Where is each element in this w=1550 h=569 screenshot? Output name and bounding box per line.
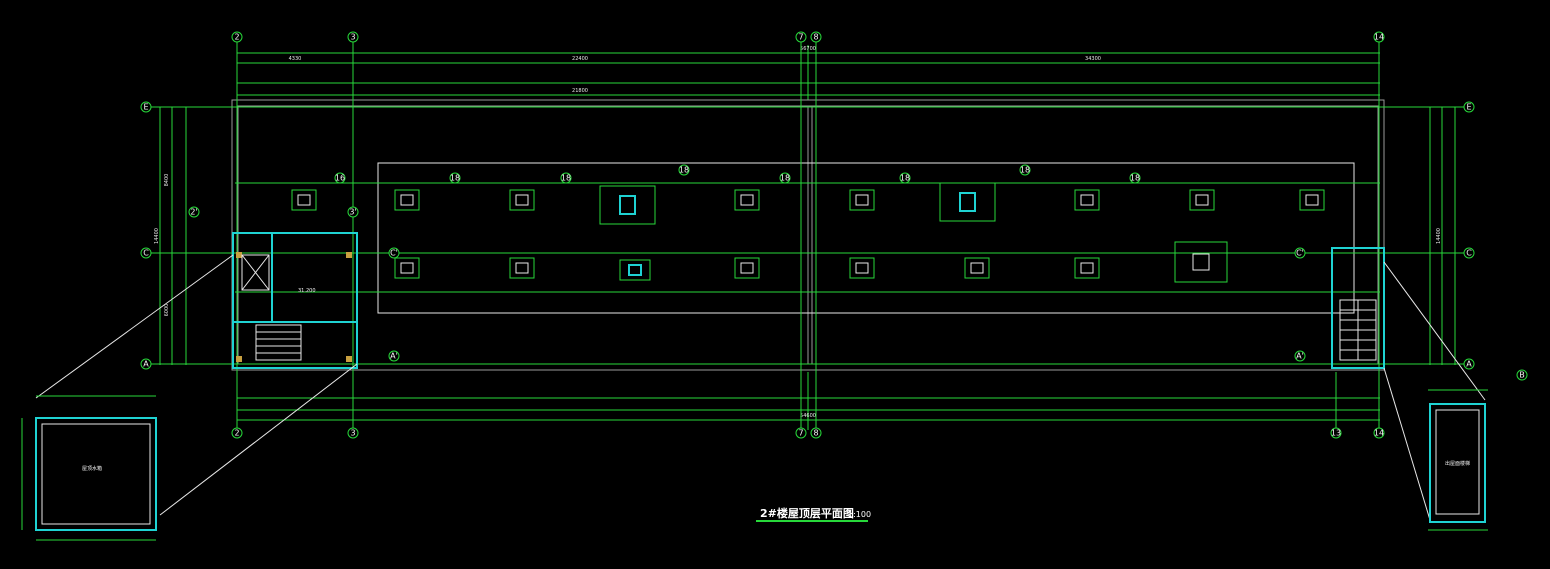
- top-axis-bubbles: 2 3 7 8 14: [231, 31, 1385, 43]
- axis-label-bottom-2: 2: [234, 429, 239, 438]
- unit: [964, 257, 990, 279]
- dim-top-total: 56700: [800, 46, 816, 52]
- unit: 16: [291, 172, 346, 211]
- axis-label-left-c: C: [143, 249, 149, 258]
- unit: [849, 257, 875, 279]
- drawing-title: 2#楼屋顶层平面图: [760, 506, 854, 520]
- svg-text:18: 18: [561, 174, 571, 183]
- axis-label-inner-2p: 2': [190, 208, 197, 217]
- unit: 18: [1074, 172, 1141, 211]
- axis-grid: [150, 40, 1465, 432]
- unit: [1299, 189, 1325, 211]
- unit: 18: [394, 172, 461, 211]
- axis-label-inner-c1: C': [390, 249, 398, 258]
- unit: 18: [509, 172, 572, 211]
- dim-left-lower: 6000: [164, 304, 170, 317]
- drawing-title-block: 2#楼屋顶层平面图 1:100: [756, 506, 871, 522]
- svg-text:18: 18: [900, 174, 910, 183]
- unit: [394, 257, 420, 279]
- left-axis-bubbles: E C A: [140, 101, 152, 370]
- unit: 18: [939, 164, 1031, 222]
- axis-label-bottom-8: 8: [813, 429, 818, 438]
- dim-top-right: 34300: [1085, 56, 1101, 62]
- axis-label-inner-3p: 3': [349, 208, 356, 217]
- axis-label-top-3: 3: [350, 33, 355, 42]
- dim-left-total: 14400: [154, 228, 160, 244]
- unit: [734, 257, 760, 279]
- right-axis-bubbles: E C A B: [1463, 101, 1528, 381]
- axis-label-top-14: 14: [1374, 33, 1384, 42]
- svg-text:18: 18: [780, 174, 790, 183]
- stair-exit-label: 出屋面楼梯: [1445, 460, 1470, 467]
- svg-text:18: 18: [1020, 166, 1030, 175]
- axis-label-top-8: 8: [813, 33, 818, 42]
- right-stair-block: [1331, 247, 1385, 369]
- axis-label-right-b: B: [1519, 371, 1525, 380]
- axis-label-right-a: A: [1466, 360, 1472, 369]
- axis-label-top-2: 2: [234, 33, 239, 42]
- dim-seg-a: 4330: [289, 56, 302, 62]
- unit: 18: [734, 172, 791, 211]
- axis-label-inner-a2: A': [1296, 352, 1304, 361]
- unit: [509, 257, 535, 279]
- svg-text:18: 18: [1130, 174, 1140, 183]
- top-dimensions: 56700 4330 22400 34300 21800: [236, 45, 1380, 100]
- axis-label-bottom-3: 3: [350, 429, 355, 438]
- dim-right-total: 14400: [1436, 228, 1442, 244]
- drawing-scale: 1:100: [848, 510, 871, 519]
- axis-label-left-e: E: [143, 103, 148, 112]
- axis-label-right-e: E: [1466, 103, 1471, 112]
- axis-label-inner-c2: C': [1296, 249, 1304, 258]
- dim-top-left: 22400: [572, 56, 588, 62]
- axis-label-right-c: C: [1466, 249, 1472, 258]
- unit: 18: [599, 164, 690, 225]
- unit: [1074, 257, 1100, 279]
- dim-seg-b: 21800: [572, 88, 588, 94]
- axis-label-top-7: 7: [798, 33, 803, 42]
- water-tank-label: 屋顶水箱: [82, 465, 102, 472]
- bottom-dimensions: 54600: [236, 372, 1380, 430]
- machine-room-level: 31.200: [298, 288, 316, 294]
- svg-text:18: 18: [450, 174, 460, 183]
- axis-label-bottom-7: 7: [798, 429, 803, 438]
- bottom-axis-bubbles: 2 3 7 8 13 14: [231, 427, 1385, 439]
- dim-bottom-total: 54600: [800, 413, 816, 419]
- building-outline: [231, 99, 1385, 371]
- svg-text:18: 18: [679, 166, 689, 175]
- roof-units: 16 18 18 18 18 18 18 18: [291, 164, 1325, 283]
- axis-label-bottom-13: 13: [1331, 429, 1341, 438]
- unit: [1174, 241, 1228, 283]
- svg-text:16: 16: [335, 174, 345, 183]
- left-dimensions: 8400 14400 6000: [145, 106, 235, 365]
- right-detail: 出屋面楼梯: [1383, 261, 1488, 531]
- left-stair-block: 31.200: [232, 232, 358, 369]
- right-dimensions: 14400: [1385, 106, 1462, 365]
- left-detail: 屋顶水箱: [21, 254, 358, 541]
- axis-label-left-a: A: [143, 360, 149, 369]
- unit: [619, 259, 651, 281]
- axis-label-inner-a1: A': [390, 352, 398, 361]
- unit: 18: [849, 172, 911, 211]
- inner-axis-bubbles: C' C' A' A' 2' 3': [188, 206, 1306, 362]
- dim-left-upper: 8400: [164, 174, 170, 187]
- axis-label-bottom-14: 14: [1374, 429, 1384, 438]
- unit: [1189, 189, 1215, 211]
